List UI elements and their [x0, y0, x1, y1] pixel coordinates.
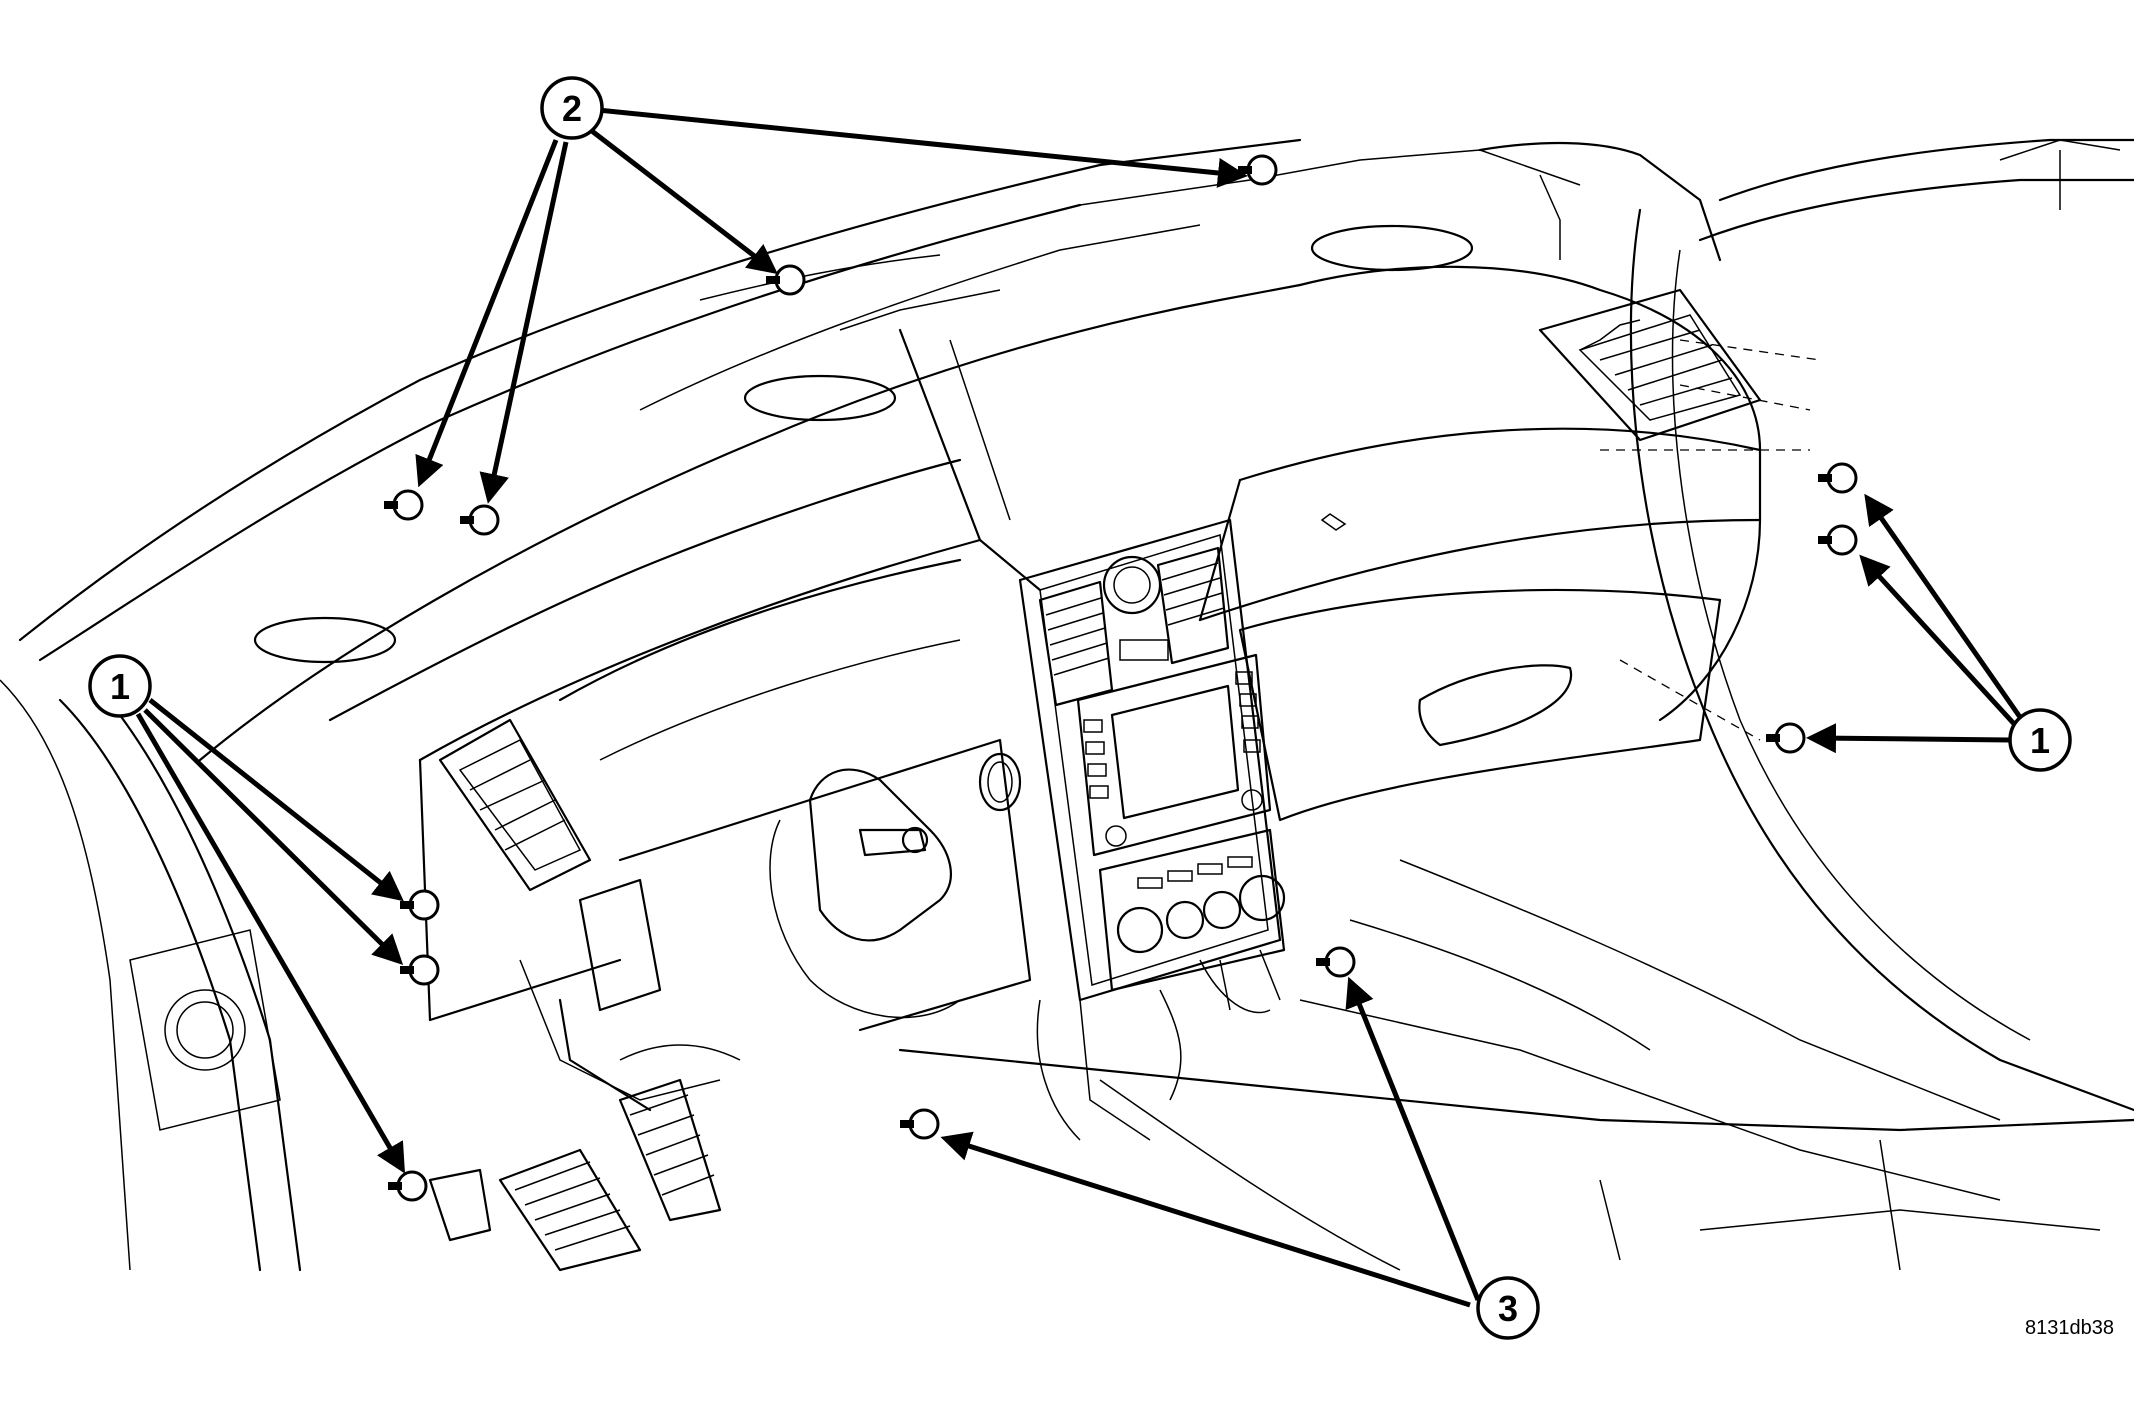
fastener [384, 489, 424, 521]
fastener [400, 889, 440, 921]
callout-1-right-label: 1 [2030, 720, 2050, 761]
fasteners [384, 154, 1858, 1202]
fastener [388, 1170, 428, 1202]
leader-lines [135, 107, 2025, 1308]
leader-1R-a [1864, 493, 2025, 722]
leader-1L-c [135, 712, 406, 1174]
callout-3-label: 3 [1498, 1288, 1518, 1329]
leader-3-a [1345, 976, 1481, 1301]
fastener [1818, 462, 1858, 494]
callout-1-left: 1 [88, 654, 152, 718]
body-structure [0, 138, 2134, 1272]
callout-1-left-label: 1 [110, 666, 130, 707]
fastener [1238, 154, 1278, 186]
callout-2-label: 2 [562, 88, 582, 129]
callout-3: 3 [1476, 1276, 1540, 1340]
fastener [900, 1108, 940, 1140]
callout-2: 2 [540, 76, 604, 140]
fastener [1818, 524, 1858, 556]
leader-1L-b [143, 708, 404, 966]
fastener [460, 504, 500, 536]
fastener [1316, 946, 1356, 978]
fastener [766, 264, 806, 296]
pedals [428, 1078, 722, 1272]
leader-1R-c [1806, 723, 2011, 754]
callout-1-right: 1 [2008, 708, 2072, 772]
leader-2-a [597, 107, 1248, 188]
leader-1R-b [1859, 554, 2018, 728]
leader-3-b [940, 1131, 1471, 1308]
instrument-panel-top [198, 224, 1821, 762]
glove-box [1238, 513, 1722, 822]
center-stack [1018, 518, 1286, 1141]
fastener [400, 954, 440, 986]
leader-1L-a [148, 698, 404, 902]
leader-2-d [479, 141, 569, 504]
leader-2-c [415, 139, 559, 488]
figure-reference-code: 8131db38 [2025, 1317, 2114, 1339]
fastener [1766, 722, 1806, 754]
leader-2-b [586, 126, 778, 275]
